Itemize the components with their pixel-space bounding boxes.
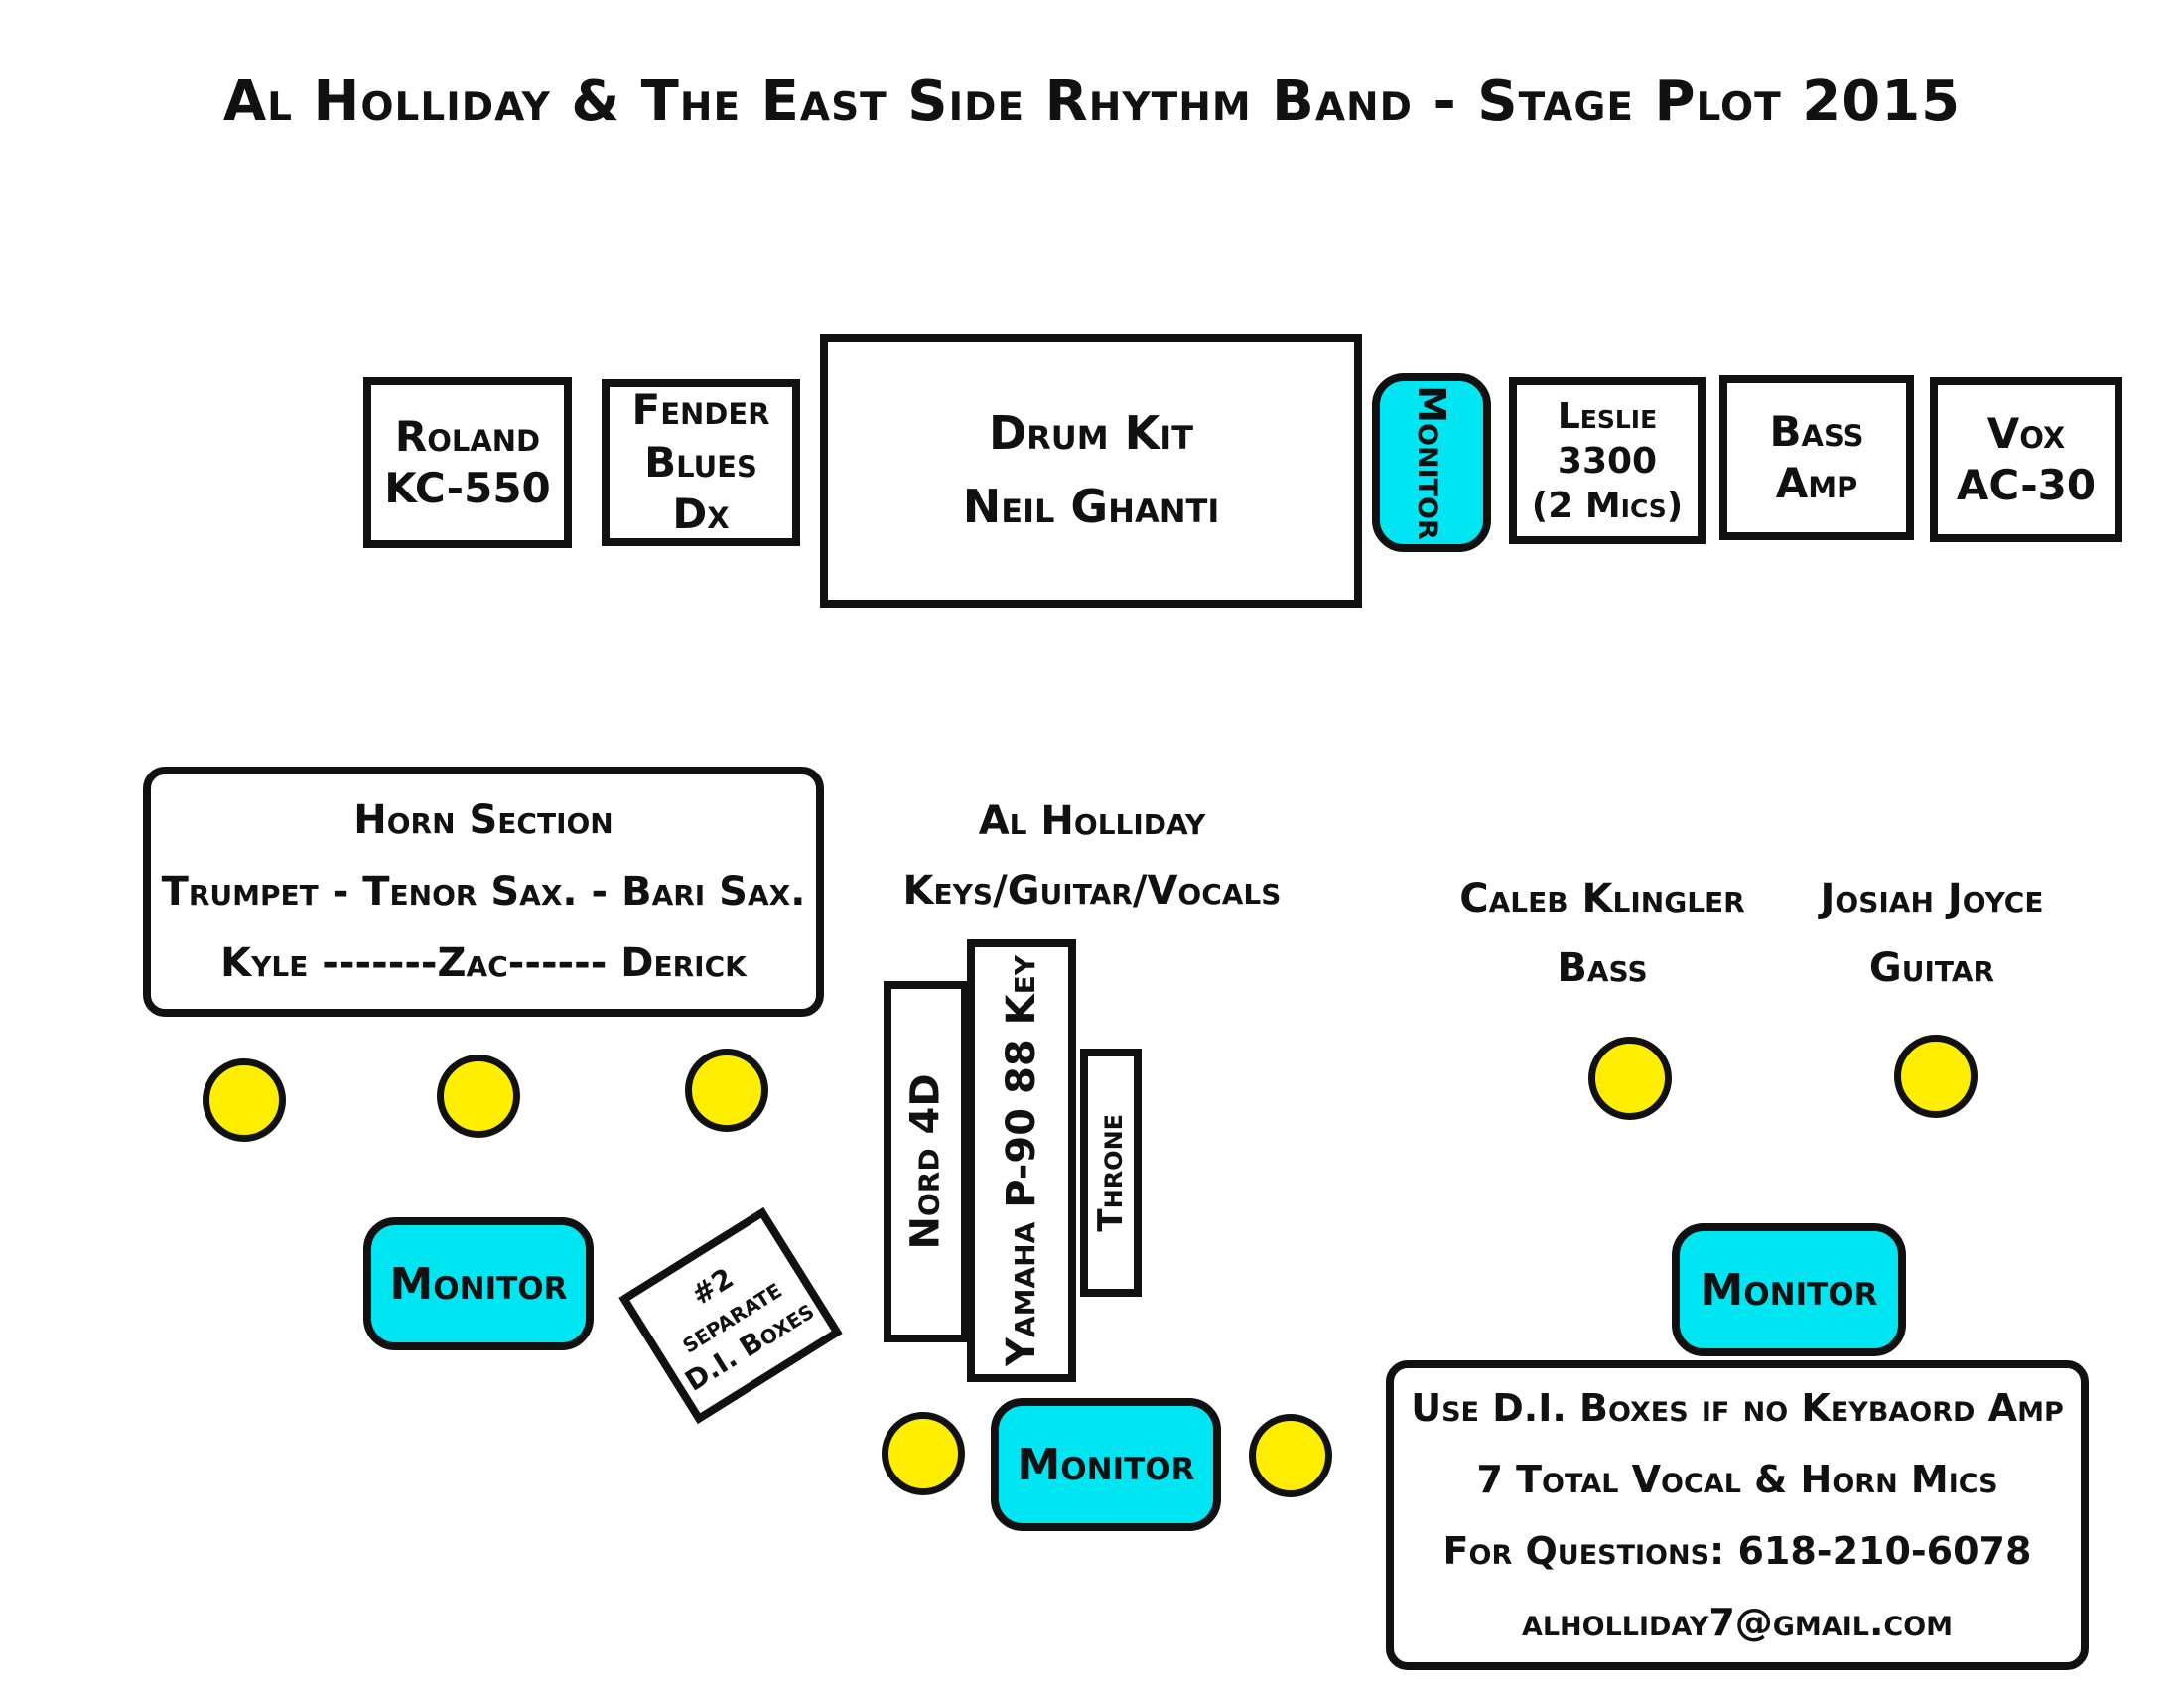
keys-mic-right: [1249, 1414, 1332, 1497]
bass-player-name: Caleb Klingler: [1459, 876, 1745, 921]
horn-section-heading: Horn Section: [353, 797, 614, 843]
notes-box: Use D.I. Boxes if no Keybaord Amp 7 Tota…: [1386, 1360, 2089, 1670]
leslie-speaker: Leslie 3300 (2 Mics): [1509, 377, 1706, 544]
bass-guitar-monitor: Monitor: [1672, 1223, 1906, 1356]
nord-keyboard: Nord 4D: [884, 981, 969, 1342]
keys-player-name: Al Holliday: [978, 798, 1206, 844]
horn-section-box: Horn Section Trumpet - Tenor Sax. - Bari…: [143, 767, 824, 1017]
notes-line-1: Use D.I. Boxes if no Keybaord Amp: [1411, 1385, 2064, 1430]
bass-amp-line2: Amp: [1775, 459, 1858, 507]
drum-monitor-label: Monitor: [1410, 385, 1454, 540]
bass-amp: Bass Amp: [1719, 375, 1914, 540]
fender-amp-line1: Fender: [631, 385, 770, 435]
bass-mic: [1588, 1037, 1672, 1120]
drum-monitor: Monitor: [1372, 373, 1491, 552]
guitar-player-name: Josiah Joyce: [1820, 876, 2044, 921]
fender-amp: Fender Blues Dx: [602, 379, 800, 546]
drum-kit: Drum Kit Neil Ghanti: [820, 334, 1362, 608]
yamaha-label: Yamaha P-90 88 Key: [999, 955, 1044, 1366]
guitar-player-label: Josiah Joyce Guitar: [1773, 864, 2091, 1003]
keys-monitor: Monitor: [991, 1398, 1221, 1531]
throne-label: Throne: [1090, 1113, 1131, 1232]
yamaha-keyboard: Yamaha P-90 88 Key: [967, 939, 1076, 1382]
vox-amp: Vox AC-30: [1930, 377, 2122, 542]
fender-amp-line2: Blues Dx: [644, 437, 757, 539]
stage-plot-title: Al Holliday & The East Side Rhythm Band …: [222, 70, 1962, 134]
nord-label: Nord 4D: [903, 1073, 950, 1250]
horn-mic-3: [685, 1049, 768, 1132]
horn-mic-1: [203, 1058, 286, 1142]
drum-kit-label: Drum Kit: [988, 406, 1194, 461]
horn-instruments: Trumpet - Tenor Sax. - Bari Sax.: [161, 869, 806, 914]
di-boxes: #2 separate D.I. Boxes: [618, 1206, 843, 1425]
keys-mic-left: [882, 1412, 965, 1495]
throne: Throne: [1080, 1049, 1142, 1297]
leslie-line2: (2 Mics): [1531, 485, 1684, 526]
horn-mic-2: [437, 1055, 520, 1138]
keys-player-role: Keys/Guitar/Vocals: [902, 868, 1282, 914]
bass-player-role: Bass: [1557, 945, 1648, 991]
leslie-line1: Leslie 3300: [1557, 395, 1658, 482]
roland-amp-line1: Roland: [394, 411, 541, 461]
bass-player-label: Caleb Klingler Bass: [1433, 864, 1771, 1003]
notes-line-2: 7 Total Vocal & Horn Mics: [1476, 1457, 1998, 1501]
vox-amp-line2: AC-30: [1956, 461, 2097, 509]
keys-player-label: Al Holliday Keys/Guitar/Vocals: [864, 786, 1320, 925]
vox-amp-line1: Vox: [1986, 408, 2066, 458]
drummer-name: Neil Ghanti: [962, 480, 1220, 533]
horn-monitor: Monitor: [363, 1217, 594, 1350]
roland-amp: Roland KC-550: [363, 377, 572, 548]
horn-monitor-label: Monitor: [389, 1258, 568, 1310]
bass-guitar-monitor-label: Monitor: [1700, 1264, 1878, 1316]
guitar-mic: [1894, 1035, 1978, 1118]
keys-monitor-label: Monitor: [1017, 1439, 1195, 1490]
bass-amp-line1: Bass: [1769, 406, 1864, 456]
horn-players: Kyle -------Zac------ Derick: [220, 940, 747, 986]
notes-line-4: alholliday7@gmail.com: [1521, 1601, 1954, 1645]
roland-amp-line2: KC-550: [384, 464, 551, 512]
guitar-player-role: Guitar: [1868, 945, 1995, 991]
notes-line-3: For Questions: 618-210-6078: [1442, 1529, 2032, 1573]
